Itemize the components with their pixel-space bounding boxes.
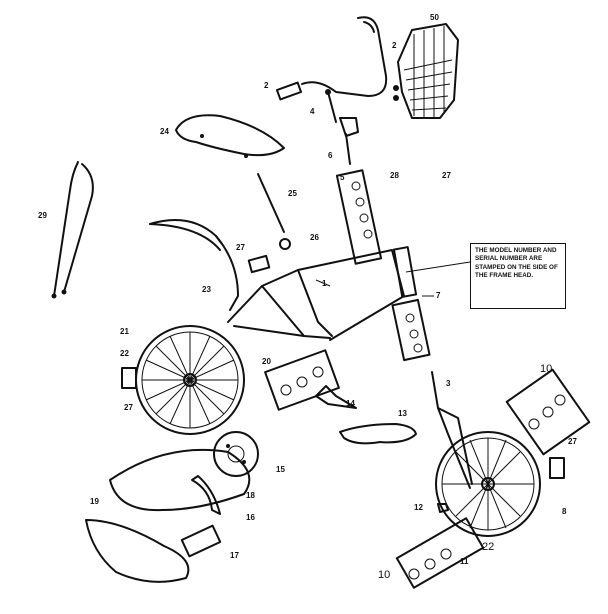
label-22-front: 22 [482,541,494,553]
chain-guard [85,519,190,583]
label-8: 8 [562,507,567,516]
part-labels: 50 2 2 4 24 6 5 28 27 29 25 27 26 23 1 7… [38,13,577,581]
label-14: 14 [346,399,355,408]
seat-post [257,173,285,233]
label-27-upper: 27 [442,171,451,180]
front-axle-parts-upper [505,368,591,456]
label-17: 17 [230,551,239,560]
label-13: 13 [398,409,407,418]
label-25: 25 [288,189,297,198]
label-2-bar: 2 [392,41,397,50]
side-reflector-front [549,457,565,479]
label-50: 50 [430,13,439,22]
label-15: 15 [276,465,285,474]
side-reflector-rear [121,367,137,389]
label-27-side: 27 [124,403,133,412]
rear-fender [149,219,239,311]
label-29: 29 [38,211,47,220]
rear-axle-parts [264,349,340,411]
headset-parts-lower [391,298,431,362]
label-5: 5 [340,173,345,182]
frame [227,246,418,341]
label-27-rear: 27 [236,243,245,252]
sissy-bar [51,161,94,299]
label-1: 1 [322,279,327,288]
label-10-upper: 10 [540,363,552,375]
label-4: 4 [310,107,315,116]
label-6: 6 [328,151,333,160]
label-16: 16 [246,513,255,522]
serial-number-note: THE MODEL NUMBER AND SERIAL NUMBER ARE S… [470,243,566,309]
stem [325,89,359,165]
chainring [213,431,259,477]
chain [109,449,251,512]
label-9: 3 [446,379,451,388]
seat-clamp [279,238,291,250]
label-23: 23 [202,285,211,294]
rear-reflector [247,254,271,274]
label-26: 26 [310,233,319,242]
label-7: 7 [436,291,441,300]
label-21: 21 [120,327,129,336]
rear-wheel [135,325,245,435]
label-18-crank: 18 [246,491,255,500]
label-10-lower: 10 [378,569,390,581]
headset-parts-upper [335,169,383,265]
leader-lines [315,261,471,297]
label-22-rear: 22 [120,349,129,358]
label-2-grip: 2 [264,81,269,90]
label-24: 24 [160,127,169,136]
front-wheel [435,431,541,537]
label-28-upper: 28 [390,171,399,180]
kickstand [315,385,357,409]
crank [191,475,221,515]
front-fender [339,423,417,445]
label-11: 11 [460,557,469,566]
front-axle-parts-lower [395,503,485,589]
seat [175,114,285,158]
label-27-front: 27 [568,437,577,446]
basket [393,23,459,119]
pedal [180,524,222,558]
front-fork [431,371,473,489]
label-12: 12 [414,503,423,512]
label-19: 19 [90,497,99,506]
handlebar [275,16,388,101]
label-20: 20 [262,357,271,366]
